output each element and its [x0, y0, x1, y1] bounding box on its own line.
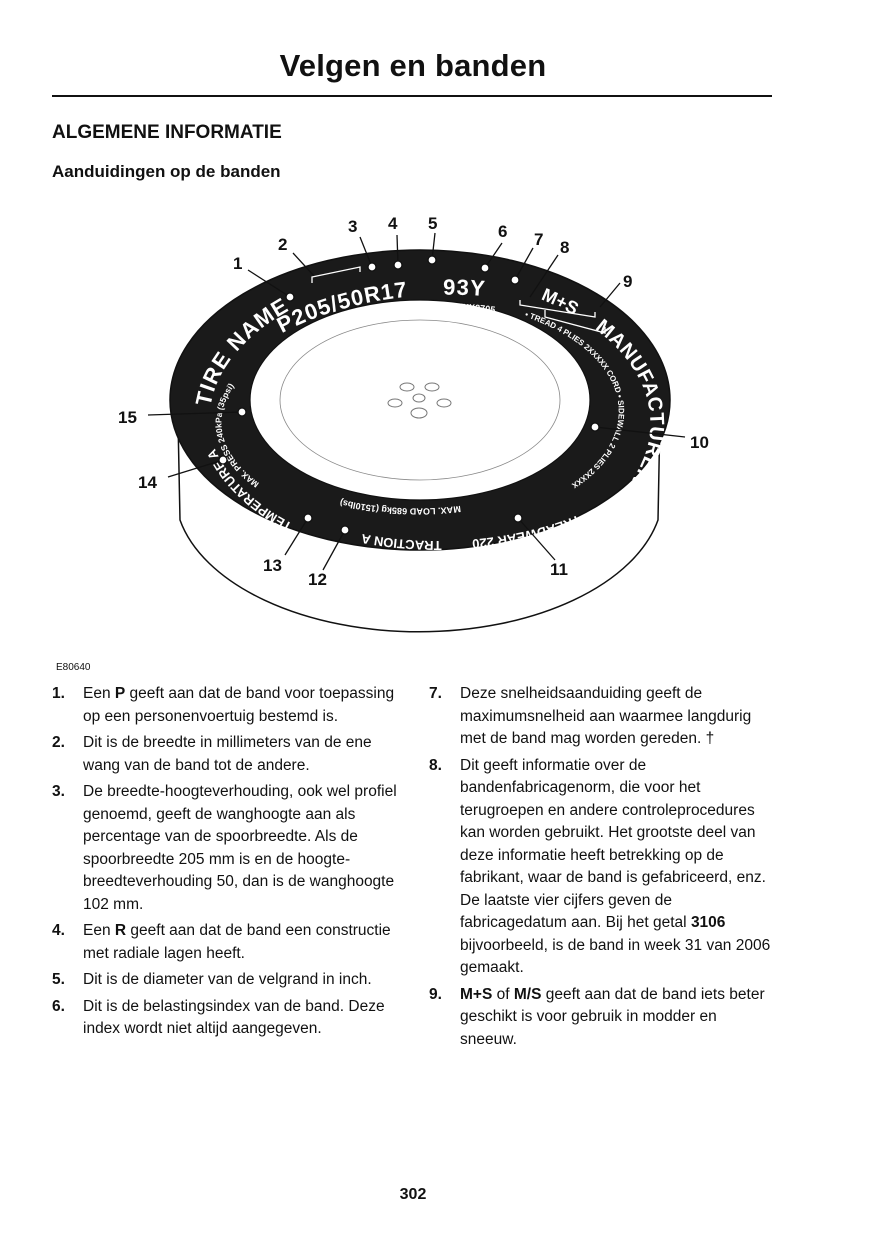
tire-diagram: P205/50R17 93Y • RADIAL • TUBELESS • DOT…	[90, 205, 709, 633]
list-item-number: 4.	[52, 922, 65, 939]
figure-code: E80640	[56, 662, 91, 673]
callout-12: 12	[308, 570, 327, 589]
callout-9: 9	[623, 272, 632, 291]
list-item-number: 1.	[52, 685, 65, 702]
list-item-number: 7.	[429, 685, 442, 702]
page-title: Velgen en banden	[279, 48, 547, 83]
callout-13: 13	[263, 556, 282, 575]
list-item-text: Een P geeft aan dat de band voor toepass…	[83, 685, 395, 725]
list-item-number: 3.	[52, 783, 65, 800]
list-item-number: 5.	[52, 971, 65, 988]
list-item-text: Een R geeft aan dat de band een construc…	[83, 922, 391, 962]
list-item-text: Dit geeft informatie over de bandenfabri…	[460, 756, 771, 977]
list-item: 8. Dit geeft informatie over de bandenfab…	[429, 755, 774, 980]
list-item-number: 6.	[52, 997, 65, 1015]
callout-1: 1	[233, 254, 242, 273]
list-item-text: Dit is de belastingsindex van de band. D…	[83, 997, 385, 1038]
list-item-text: M+S of M/S geeft aan dat de band iets be…	[460, 985, 765, 1048]
list-item-text: Deze snelheidsaanduiding geeft de maximu…	[460, 685, 752, 747]
callout-10: 10	[690, 433, 709, 452]
leader-lines	[147, 232, 686, 571]
load-speed-text: 93Y	[443, 275, 487, 301]
sub-heading: Aanduidingen op de banden	[52, 162, 281, 181]
section-heading: ALGEMENE INFORMATIE	[52, 122, 282, 143]
dot-text: DOT MAXXXX3705	[414, 302, 495, 315]
list-item-text: Dit is de breedte in millimeters van de …	[83, 734, 372, 774]
callout-4: 4	[388, 214, 398, 233]
callout-7: 7	[534, 230, 543, 249]
list-item-number: 2.	[52, 734, 65, 751]
list-item: 9. M+S of M/S geeft aan dat de band iets …	[429, 984, 774, 1052]
leader-dots	[218, 255, 600, 535]
list-item: 5. Dit is de diameter van de velgrand in …	[52, 969, 397, 992]
hub	[387, 382, 452, 419]
title-rule	[52, 95, 772, 97]
callout-11: 11	[550, 560, 568, 579]
list-item-number: 8.	[429, 756, 442, 774]
callout-6: 6	[498, 222, 507, 241]
list-item-number: 9.	[429, 985, 442, 1003]
list-item: 4. Een R geeft aan dat de band een constr…	[52, 920, 397, 965]
brackets	[311, 266, 606, 334]
page-number: 302	[399, 1186, 427, 1203]
callout-15: 15	[118, 408, 137, 427]
list-item: 3. De breedte-hoogteverhouding, ook wel p…	[52, 781, 397, 916]
callout-14: 14	[138, 473, 157, 492]
callout-5: 5	[428, 214, 437, 233]
list-left-column: 1. Een P geeft aan dat de band voor toepa…	[52, 683, 397, 1045]
list-item: 7. Deze snelheidsaanduiding geeft de maxi…	[429, 683, 774, 751]
callout-2: 2	[278, 235, 287, 254]
list-right-column: 7. Deze snelheidsaanduiding geeft de maxi…	[429, 683, 774, 1055]
list-item-text: Dit is de diameter van de velgrand in in…	[83, 971, 372, 988]
list-item: 1. Een P geeft aan dat de band voor toepa…	[52, 683, 397, 728]
rim-inner	[279, 319, 561, 481]
callout-3: 3	[348, 217, 357, 236]
list-item: 2. Dit is de breedte in millimeters van d…	[52, 732, 397, 777]
callout-8: 8	[560, 238, 569, 257]
list-item-text: De breedte-hoogteverhouding, ook wel pro…	[83, 783, 397, 913]
list-item: 6. Dit is de belastingsindex van de band.…	[52, 996, 397, 1041]
